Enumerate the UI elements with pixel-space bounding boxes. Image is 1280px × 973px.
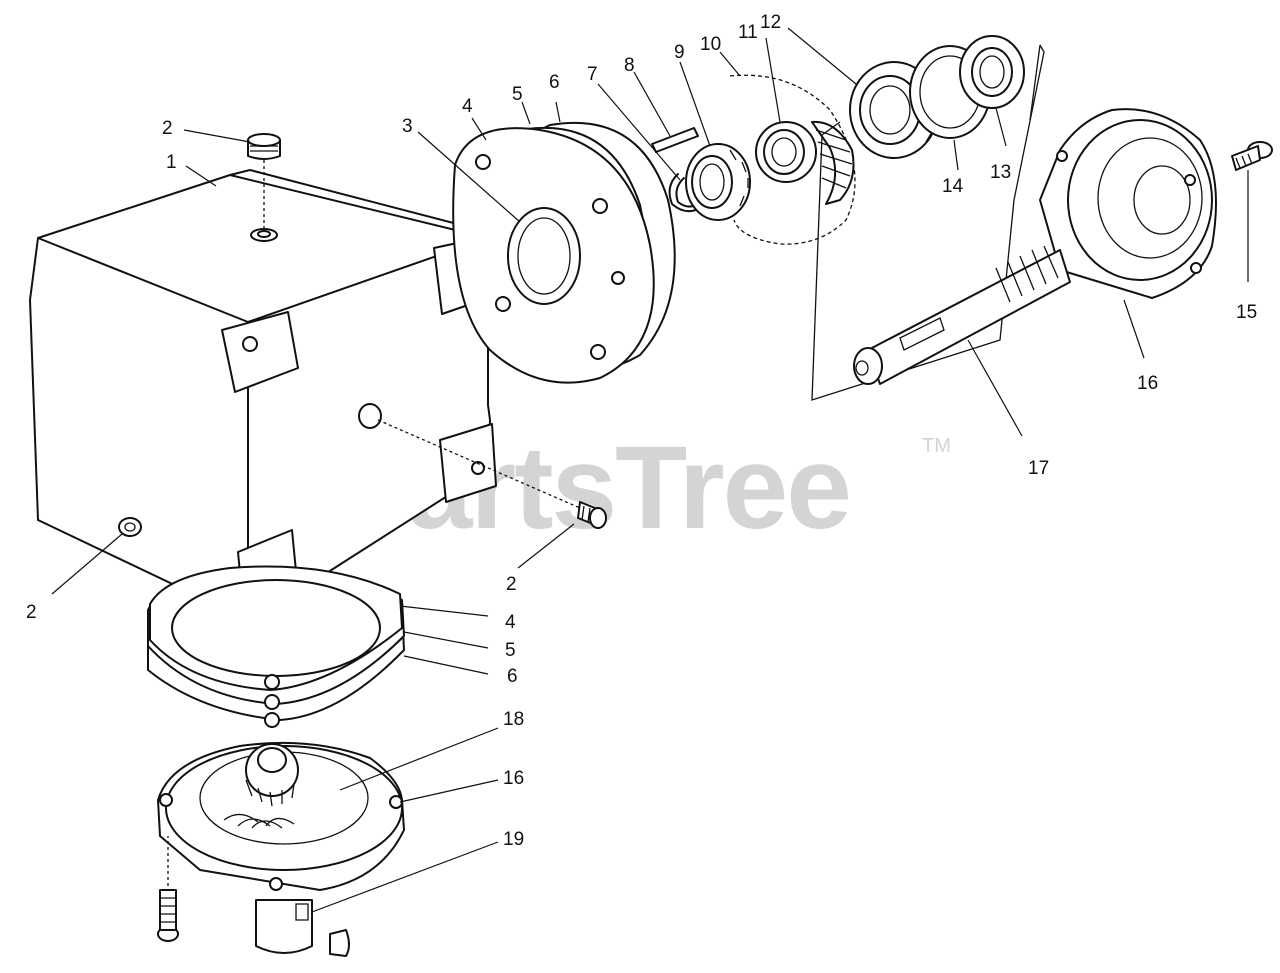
callout-2-top: 2 — [162, 118, 173, 139]
callout-9: 9 — [674, 42, 685, 63]
callout-5-lower: 5 — [505, 640, 516, 661]
callout-16-lower: 16 — [503, 768, 524, 789]
callout-8: 8 — [624, 55, 635, 76]
callout-4-lower: 4 — [505, 612, 516, 633]
part-flange-gaskets-lower[interactable] — [147, 565, 405, 728]
part-screw-upper[interactable] — [1231, 141, 1273, 171]
callout-2-right: 2 — [506, 574, 517, 595]
callout-14: 14 — [942, 176, 964, 197]
callout-2-left: 2 — [26, 602, 37, 623]
leader-lines — [51, 27, 1249, 913]
callout-labels: 2 1 3 4 5 6 7 8 9 10 11 12 13 14 15 16 1… — [26, 12, 1257, 850]
callout-4-upper: 4 — [462, 96, 473, 117]
part-key[interactable] — [651, 127, 699, 153]
part-cover-upper[interactable] — [1039, 108, 1217, 299]
callout-16-upper: 16 — [1137, 373, 1158, 394]
callout-19: 19 — [503, 829, 524, 850]
callout-15: 15 — [1236, 302, 1257, 323]
part-pinion-gear[interactable] — [223, 743, 299, 829]
callout-6-upper: 6 — [549, 72, 560, 93]
part-bearing-cone[interactable] — [755, 121, 817, 183]
part-output-shaft[interactable] — [853, 245, 1071, 385]
part-gear-outline[interactable] — [729, 74, 856, 245]
callout-10: 10 — [700, 34, 721, 55]
part-pipe-plug-side[interactable] — [577, 501, 607, 529]
callout-6-lower: 6 — [507, 666, 518, 687]
part-screw-lower[interactable] — [157, 889, 179, 942]
callout-18: 18 — [503, 709, 524, 730]
callout-1: 1 — [166, 152, 177, 173]
callout-5-upper: 5 — [512, 84, 523, 105]
callout-11: 11 — [738, 22, 758, 43]
part-oil-seal[interactable] — [959, 35, 1025, 109]
part-bearing-small[interactable] — [685, 143, 751, 221]
part-cover-lower[interactable] — [157, 741, 405, 891]
callout-17: 17 — [1028, 458, 1049, 479]
part-flange-gaskets-upper[interactable] — [452, 121, 676, 384]
callout-3: 3 — [402, 116, 413, 137]
part-input-shaft-stub[interactable] — [255, 899, 350, 957]
callout-13: 13 — [990, 162, 1011, 183]
watermark-trademark: TM — [922, 435, 951, 457]
callout-12: 12 — [760, 12, 781, 33]
part-pipe-plug-top[interactable] — [247, 133, 281, 160]
callout-7: 7 — [587, 64, 598, 85]
